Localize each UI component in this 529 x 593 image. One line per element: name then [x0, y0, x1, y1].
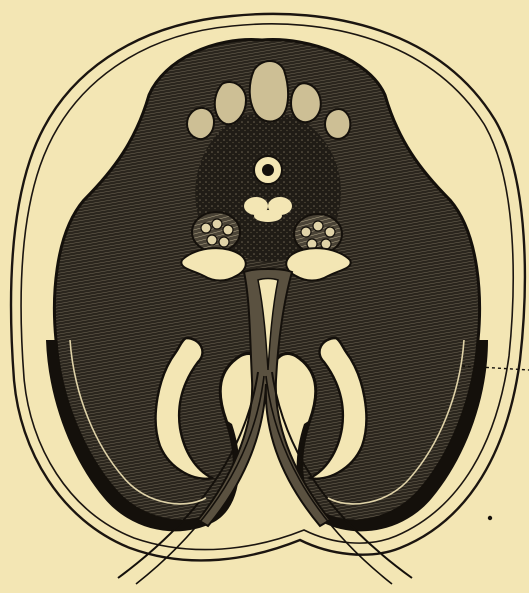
notochord-inner [262, 164, 274, 176]
left-ganglion [192, 212, 240, 252]
lobe-right-inner [291, 83, 321, 122]
lobe-right-outer [325, 109, 350, 139]
lobe-left-outer [187, 108, 214, 139]
lobe-center [250, 61, 288, 121]
pale-body-center [254, 210, 282, 222]
ink-speck [488, 516, 492, 520]
